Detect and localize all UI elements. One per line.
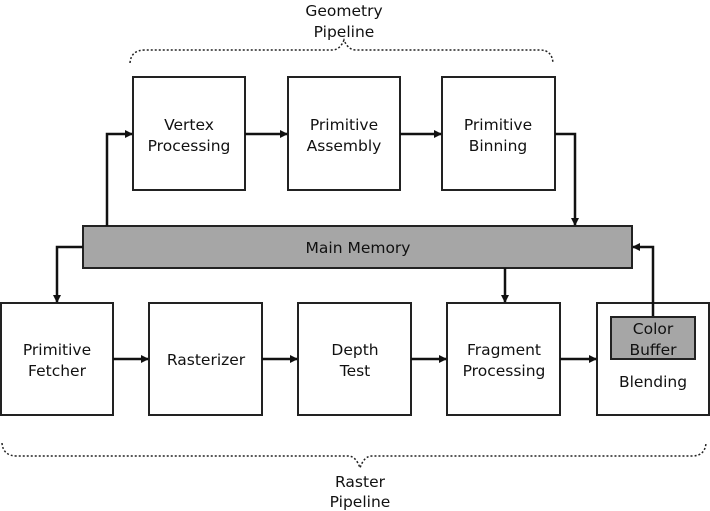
raster-pipeline-label-2: Pipeline <box>330 493 391 511</box>
fragment-processing-label-1: Fragment <box>467 341 541 359</box>
depth-test-box: Depth Test <box>297 302 412 416</box>
vertex-processing-box: Vertex Processing <box>132 76 246 191</box>
color-buffer-label-2: Buffer <box>629 341 677 359</box>
main-memory-bar: Main Memory <box>82 225 633 269</box>
geometry-pipeline-brace <box>129 37 554 64</box>
depth-test-label-2: Test <box>339 362 371 380</box>
primitive-assembly-label-1: Primitive <box>310 116 378 134</box>
color-buffer-box: Color Buffer <box>610 316 696 360</box>
vertex-processing-label-2: Processing <box>148 137 231 155</box>
rasterizer-box: Rasterizer <box>148 302 263 416</box>
primitive-assembly-box: Primitive Assembly <box>287 76 401 191</box>
raster-pipeline-brace <box>1 442 707 471</box>
rasterizer-label: Rasterizer <box>167 351 246 369</box>
arrow-binning-to-memory <box>555 132 579 226</box>
primitive-fetcher-box: Primitive Fetcher <box>0 302 114 416</box>
primitive-binning-label-2: Binning <box>469 137 528 155</box>
fragment-processing-label-2: Processing <box>463 362 546 380</box>
arrow-colorbuffer-to-memory <box>632 243 655 316</box>
primitive-binning-label-1: Primitive <box>464 116 532 134</box>
fragment-processing-box: Fragment Processing <box>446 302 561 416</box>
vertex-processing-label-1: Vertex <box>164 116 214 134</box>
primitive-binning-box: Primitive Binning <box>441 76 556 191</box>
depth-test-label-1: Depth <box>331 341 378 359</box>
blending-label: Blending <box>619 373 687 391</box>
color-buffer-label-1: Color <box>633 320 674 338</box>
arrow-memory-to-fetcher <box>53 245 83 303</box>
primitive-fetcher-label-1: Primitive <box>23 341 91 359</box>
geometry-pipeline-label-2: Pipeline <box>314 23 375 41</box>
arrow-memory-to-vertex <box>105 130 133 226</box>
geometry-pipeline-label-1: Geometry <box>305 2 382 20</box>
raster-pipeline-label-1: Raster <box>335 473 386 491</box>
primitive-fetcher-label-2: Fetcher <box>28 362 87 380</box>
primitive-assembly-label-2: Assembly <box>307 137 382 155</box>
main-memory-label: Main Memory <box>306 239 411 257</box>
